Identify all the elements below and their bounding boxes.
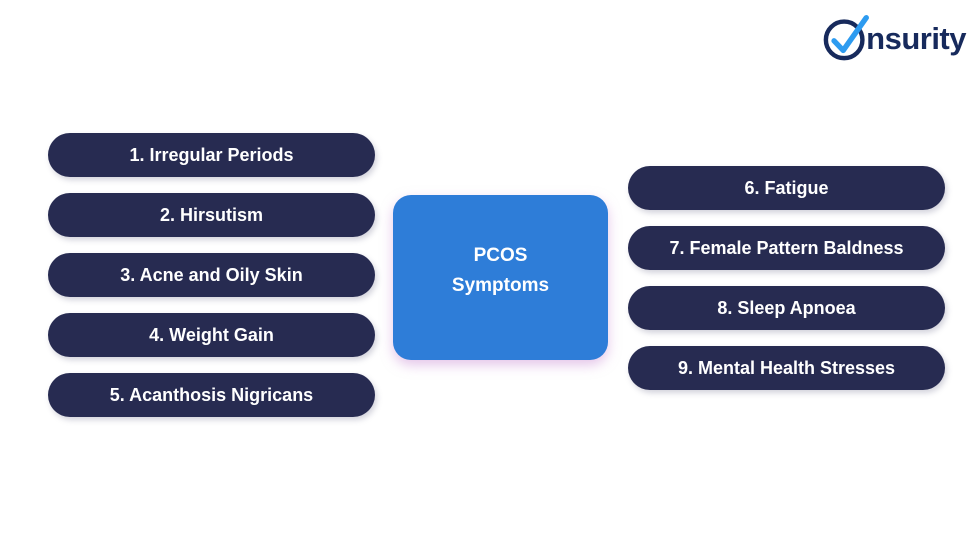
- center-node-pcos-symptoms: PCOS Symptoms: [393, 195, 608, 360]
- brand-name: nsurity: [866, 21, 966, 56]
- symptom-pill-6: 6. Fatigue: [628, 166, 945, 210]
- symptom-pill-5: 5. Acanthosis Nigricans: [48, 373, 375, 417]
- symptom-pill-9: 9. Mental Health Stresses: [628, 346, 945, 390]
- brand-logo: nsurity: [823, 11, 966, 61]
- symptom-pill-8: 8. Sleep Apnoea: [628, 286, 945, 330]
- center-node-title-line2: Symptoms: [451, 274, 550, 296]
- symptom-pill-2: 2. Hirsutism: [48, 193, 375, 237]
- check-circle-icon: [823, 15, 870, 61]
- symptom-pill-1: 1. Irregular Periods: [48, 133, 375, 177]
- symptom-pill-3: 3. Acne and Oily Skin: [48, 253, 375, 297]
- center-node-title-line1: PCOS: [473, 245, 528, 267]
- left-symptoms-column: 1. Irregular Periods 2. Hirsutism 3. Acn…: [48, 133, 375, 417]
- symptom-pill-4: 4. Weight Gain: [48, 313, 375, 357]
- symptom-pill-7: 7. Female Pattern Baldness: [628, 226, 945, 270]
- right-symptoms-column: 6. Fatigue 7. Female Pattern Baldness 8.…: [628, 166, 945, 390]
